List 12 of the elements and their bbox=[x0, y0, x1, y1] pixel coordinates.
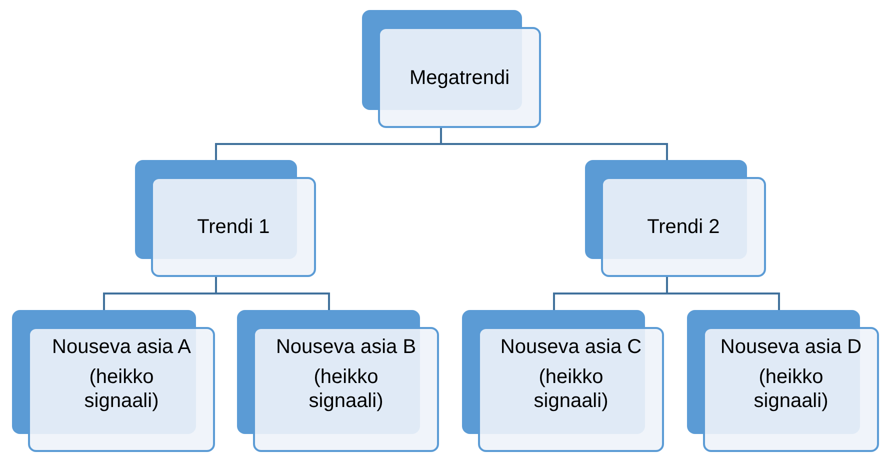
node-label: Nouseva asia C bbox=[500, 335, 642, 359]
connector-line bbox=[440, 128, 668, 160]
node-label: (heikko signaali) bbox=[308, 365, 384, 413]
node-label: Nouseva asia D bbox=[720, 335, 862, 359]
node-label: Nouseva asia B bbox=[276, 335, 416, 359]
node-label: (heikko signaali) bbox=[752, 365, 830, 413]
node-label: Megatrendi bbox=[409, 66, 510, 90]
node-label: (heikko signaali) bbox=[83, 365, 160, 413]
node-label: (heikko signaali) bbox=[532, 365, 610, 413]
node-label: Trendi 2 bbox=[647, 215, 720, 239]
node-label: Nouseva asia A bbox=[52, 335, 191, 359]
node-label: Trendi 1 bbox=[197, 215, 270, 239]
